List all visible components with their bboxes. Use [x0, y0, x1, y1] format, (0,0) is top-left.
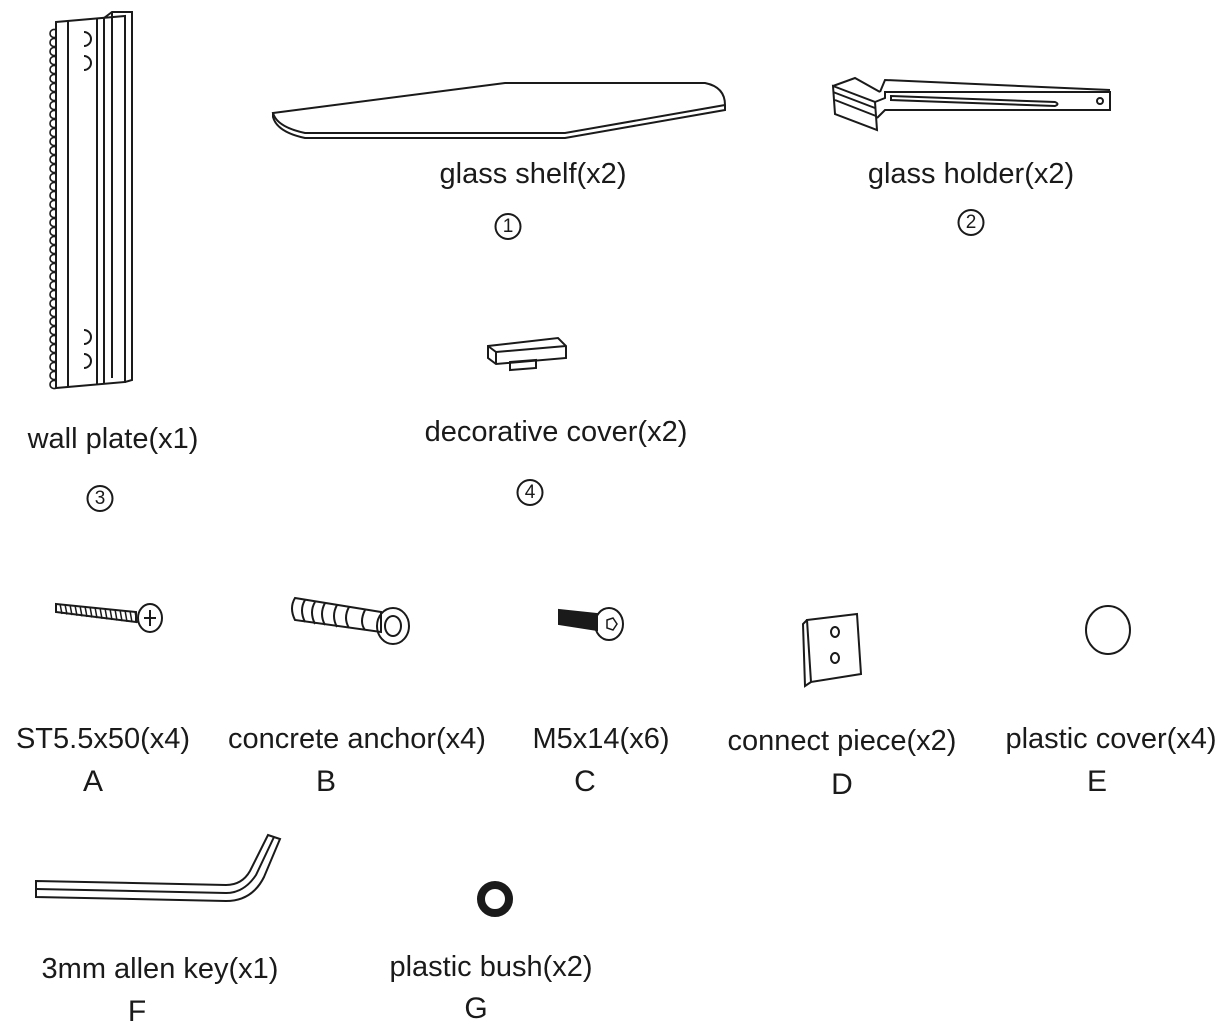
- concrete-anchor-illustration: [285, 590, 415, 655]
- wall-plate-label: wall plate(x1): [27, 423, 199, 455]
- decorative-cover-illustration: [480, 330, 580, 380]
- plastic-cover-illustration: [1080, 600, 1140, 660]
- concrete-anchor-marker: B: [315, 765, 337, 798]
- wall-plate-illustration: [40, 10, 140, 395]
- connect-piece-marker: D: [831, 768, 853, 801]
- m5-screw-marker: C: [574, 765, 596, 798]
- plastic-cover-marker: E: [1086, 765, 1108, 798]
- decorative-cover-marker: 4: [516, 479, 544, 506]
- plastic-cover-label: plastic cover(x4): [1005, 723, 1217, 755]
- connect-piece-illustration: [795, 610, 875, 690]
- connect-piece-label: connect piece(x2): [727, 725, 957, 757]
- plastic-bush-illustration: [470, 875, 520, 925]
- glass-holder-illustration: [825, 70, 1125, 140]
- allen-key-marker: F: [127, 995, 147, 1028]
- glass-shelf-label: glass shelf(x2): [439, 158, 627, 190]
- st-screw-label: ST5.5x50(x4): [15, 723, 191, 755]
- allen-key-illustration: [30, 825, 290, 915]
- glass-holder-marker: 2: [957, 209, 985, 236]
- st-screw-marker: A: [82, 765, 104, 798]
- st-screw-illustration: [52, 590, 172, 640]
- concrete-anchor-label: concrete anchor(x4): [228, 723, 486, 755]
- plastic-bush-label: plastic bush(x2): [389, 951, 593, 983]
- m5-screw-illustration: [555, 600, 635, 650]
- glass-holder-label: glass holder(x2): [867, 158, 1075, 190]
- allen-key-label: 3mm allen key(x1): [41, 953, 279, 985]
- plastic-bush-marker: G: [464, 992, 488, 1025]
- wall-plate-marker: 3: [86, 485, 114, 512]
- m5-screw-label: M5x14(x6): [532, 723, 670, 755]
- glass-shelf-marker: 1: [494, 213, 522, 240]
- decorative-cover-label: decorative cover(x2): [424, 416, 688, 448]
- glass-shelf-illustration: [265, 75, 735, 145]
